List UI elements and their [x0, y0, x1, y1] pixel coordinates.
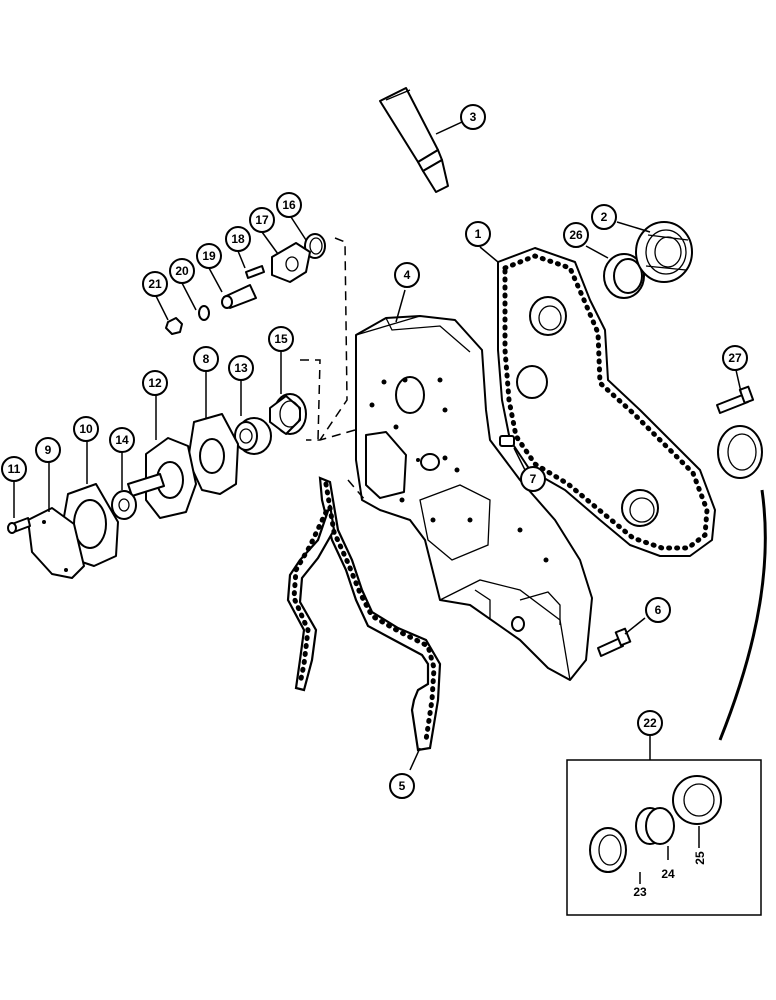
seal-kit-box: 23 24 25	[566, 735, 762, 916]
screw-11	[7, 517, 31, 534]
kit-sleeve-24	[635, 807, 675, 845]
svg-text:19: 19	[202, 249, 216, 263]
svg-text:13: 13	[234, 361, 248, 375]
kit-label-25: 25	[693, 851, 707, 865]
callout-18: 18	[225, 226, 251, 252]
svg-text:12: 12	[148, 376, 162, 390]
leader-lines	[13, 121, 742, 771]
callout-10: 10	[73, 416, 99, 442]
svg-text:7: 7	[530, 472, 537, 486]
cover-plate-17	[271, 242, 311, 283]
callout-20: 20	[169, 258, 195, 284]
screw-18	[245, 265, 265, 279]
sealant-tube	[379, 87, 449, 193]
timing-cover	[497, 247, 716, 557]
callout-13: 13	[228, 355, 254, 381]
assembly-axis-line	[306, 237, 366, 501]
callout-16: 16	[276, 192, 302, 218]
nut-21	[165, 317, 183, 335]
callout-9: 9	[35, 437, 61, 463]
capscrew-7	[499, 435, 515, 447]
svg-text:21: 21	[148, 277, 162, 291]
oil-seal-2	[635, 221, 693, 283]
callout-2: 2	[591, 204, 617, 230]
crank-seal-right	[717, 425, 763, 479]
callout-14: 14	[109, 427, 135, 453]
svg-text:17: 17	[255, 213, 269, 227]
kit-label-23: 23	[633, 885, 647, 899]
svg-text:9: 9	[45, 443, 52, 457]
svg-text:4: 4	[404, 268, 411, 282]
bushing-14	[111, 490, 137, 520]
svg-text:18: 18	[231, 232, 245, 246]
svg-text:15: 15	[274, 332, 288, 346]
assembly-axis-line-2	[300, 359, 321, 441]
callout-3: 3	[460, 104, 486, 130]
housing-gasket-5	[286, 476, 442, 752]
callout-22: 22	[637, 710, 663, 736]
svg-text:10: 10	[79, 422, 93, 436]
callout-15: 15	[268, 326, 294, 352]
svg-text:3: 3	[470, 110, 477, 124]
callout-26: 26	[563, 222, 589, 248]
front-gear-housing	[355, 315, 593, 681]
svg-text:1: 1	[475, 227, 482, 241]
capscrew-27	[716, 385, 755, 414]
callout-27: 27	[722, 345, 748, 371]
svg-text:2: 2	[601, 210, 608, 224]
shaft-19	[221, 284, 257, 309]
svg-text:6: 6	[655, 603, 662, 617]
kit-label-24: 24	[661, 867, 675, 881]
kit-reference-curve	[718, 489, 767, 741]
callout-8: 8	[193, 346, 219, 372]
svg-text:5: 5	[399, 779, 406, 793]
svg-text:20: 20	[175, 264, 189, 278]
svg-text:27: 27	[728, 351, 742, 365]
callout-21: 21	[142, 271, 168, 297]
seal-ring-26	[603, 253, 645, 299]
kit-seal-25	[672, 775, 722, 825]
callout-6: 6	[645, 597, 671, 623]
cover-plate-9	[27, 507, 85, 579]
flange-housing-12	[127, 437, 197, 519]
svg-text:14: 14	[115, 433, 129, 447]
washer-20	[198, 305, 210, 321]
svg-text:16: 16	[282, 198, 296, 212]
callout-4: 4	[394, 262, 420, 288]
svg-text:22: 22	[643, 716, 657, 730]
gasket-8	[187, 413, 239, 495]
kit-seal-23	[589, 827, 627, 873]
svg-text:26: 26	[569, 228, 583, 242]
callout-5: 5	[389, 773, 415, 799]
svg-text:8: 8	[203, 352, 210, 366]
bearing-13	[234, 417, 272, 455]
callout-1: 1	[465, 221, 491, 247]
callout-12: 12	[142, 370, 168, 396]
svg-text:11: 11	[8, 462, 21, 476]
callout-11: 11	[1, 456, 27, 482]
callout-7: 7	[520, 466, 546, 492]
gear-15	[269, 393, 307, 435]
callout-19: 19	[196, 243, 222, 269]
callout-17: 17	[249, 207, 275, 233]
